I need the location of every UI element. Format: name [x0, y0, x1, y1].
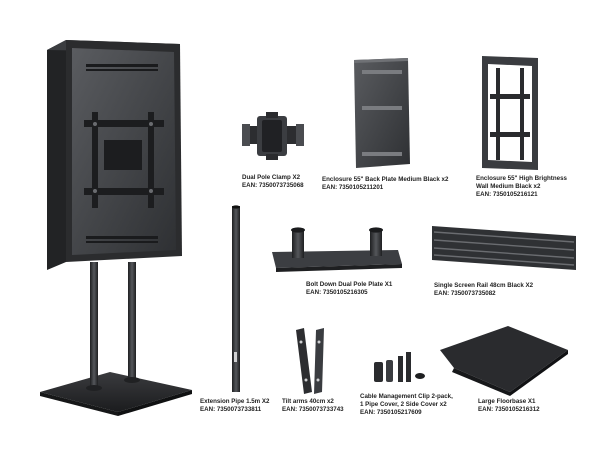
part-name-line1: Enclosure 55" High Brightness [476, 175, 567, 182]
part-ean: EAN: 7350073733743 [282, 406, 344, 413]
part-ean: EAN: 7350073733811 [200, 406, 262, 413]
part-ean: EAN: 7350105216121 [476, 191, 538, 198]
caption-dual-pole-clamp: Dual Pole Clamp X2 EAN: 7350073735068 [242, 174, 304, 190]
screen-rail-illustration [432, 226, 576, 270]
part-ean: EAN: 7350073735068 [242, 182, 304, 189]
part-ean: EAN: 7350105211201 [322, 184, 384, 191]
totem-stand-illustration [40, 40, 192, 416]
bolt-down-plate-illustration [272, 227, 402, 272]
cable-management-illustration [374, 352, 425, 382]
part-ean: EAN: 7350105216312 [478, 406, 540, 413]
high-brightness-wall-illustration [482, 56, 538, 170]
caption-extension-pipe: Extension Pipe 1.5m X2 EAN: 735007373381… [200, 398, 269, 414]
part-name: Single Screen Rail 48cm Black X2 [434, 282, 534, 289]
tilt-arms-illustration [296, 328, 324, 394]
part-name-line2: 1 Pipe Cover, 2 Side Cover x2 [360, 401, 447, 408]
part-ean: EAN: 7350073735082 [434, 290, 496, 297]
part-name: Tilt arms 40cm x2 [282, 398, 334, 405]
part-name-line1: Cable Management Clip 2-pack, [360, 393, 453, 400]
caption-screen-rail: Single Screen Rail 48cm Black X2 EAN: 73… [434, 282, 533, 298]
back-plate-illustration [354, 58, 410, 168]
part-name: Enclosure 55" Back Plate Medium Black x2 [322, 176, 449, 183]
caption-cable-management: Cable Management Clip 2-pack, 1 Pipe Cov… [360, 393, 453, 417]
part-name: Large Floorbase X1 [478, 398, 536, 405]
part-name: Dual Pole Clamp X2 [242, 174, 301, 181]
extension-pipe-illustration [232, 205, 240, 392]
caption-back-plate: Enclosure 55" Back Plate Medium Black x2… [322, 176, 448, 192]
dual-pole-clamp-illustration [242, 112, 304, 160]
caption-floorbase: Large Floorbase X1 EAN: 7350105216312 [478, 398, 540, 414]
caption-tilt-arms: Tilt arms 40cm x2 EAN: 7350073733743 [282, 398, 344, 414]
caption-bolt-down-plate: Bolt Down Dual Pole Plate X1 EAN: 735010… [306, 281, 392, 297]
floorbase-illustration [440, 326, 568, 396]
part-name-line2: Wall Medium Black x2 [476, 183, 541, 190]
part-ean: EAN: 7350105217609 [360, 409, 422, 416]
part-name: Bolt Down Dual Pole Plate X1 [306, 281, 393, 288]
part-ean: EAN: 7350105216305 [306, 289, 368, 296]
part-name: Extension Pipe 1.5m X2 [200, 398, 270, 405]
caption-high-brightness-wall: Enclosure 55" High Brightness Wall Mediu… [476, 175, 567, 199]
